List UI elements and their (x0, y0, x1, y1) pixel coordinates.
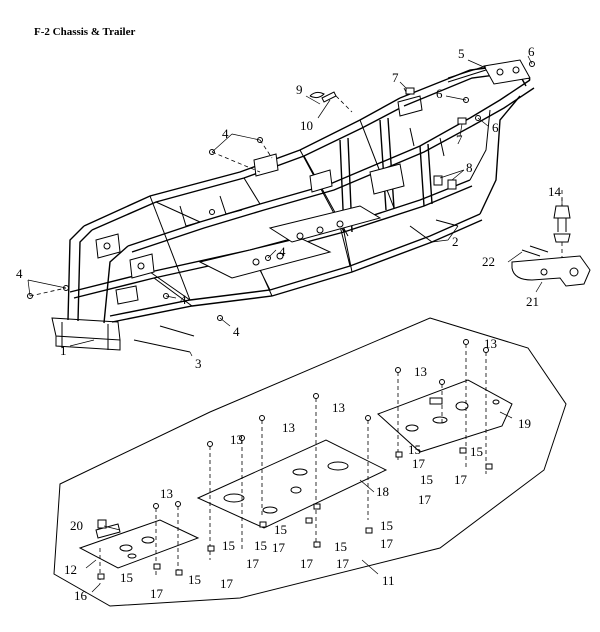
callout-13: 13 (160, 486, 173, 501)
frame-hardware (27, 61, 535, 353)
callout-19: 19 (518, 416, 531, 431)
callout-15: 15 (254, 538, 267, 553)
callout-13: 13 (484, 336, 497, 351)
callout-17: 17 (300, 556, 314, 571)
callout-17: 17 (150, 586, 164, 601)
callouts: 1 2 3 4 4 4 4 4 5 6 6 6 7 7 8 9 10 11 12… (16, 44, 562, 603)
callout-15: 15 (274, 522, 287, 537)
callout-17: 17 (454, 472, 468, 487)
callout-8: 8 (466, 160, 473, 175)
callout-10: 10 (300, 118, 313, 133)
callout-17: 17 (418, 492, 432, 507)
callout-13: 13 (414, 364, 427, 379)
callout-11: 11 (382, 573, 395, 588)
callout-17: 17 (412, 456, 426, 471)
chassis-frame (51, 59, 535, 351)
trailer-hitch (511, 190, 591, 287)
callout-4: 4 (279, 244, 286, 259)
callout-13: 13 (282, 420, 295, 435)
callout-4: 4 (233, 324, 240, 339)
callout-14: 14 (548, 184, 562, 199)
callout-15: 15 (470, 444, 483, 459)
callout-12: 12 (64, 562, 77, 577)
callout-2: 2 (452, 234, 459, 249)
callout-4: 4 (180, 292, 187, 307)
callout-16: 16 (74, 588, 88, 603)
callout-6: 6 (528, 44, 535, 59)
callout-15: 15 (334, 539, 347, 554)
callout-15: 15 (420, 472, 433, 487)
callout-17: 17 (220, 576, 234, 591)
callout-15: 15 (188, 572, 201, 587)
callout-17: 17 (380, 536, 394, 551)
callout-22: 22 (482, 254, 495, 269)
callout-17: 17 (246, 556, 260, 571)
callout-13: 13 (230, 432, 243, 447)
callout-21: 21 (526, 294, 539, 309)
skid-plates (53, 317, 567, 607)
callout-7: 7 (456, 132, 463, 147)
callout-1: 1 (60, 343, 67, 358)
callout-4: 4 (222, 126, 229, 141)
callout-15: 15 (408, 442, 421, 457)
callout-6: 6 (492, 120, 499, 135)
callout-18: 18 (376, 484, 389, 499)
callout-15: 15 (380, 518, 393, 533)
callout-9: 9 (296, 82, 303, 97)
callout-17: 17 (272, 540, 286, 555)
callout-15: 15 (222, 538, 235, 553)
callout-13: 13 (332, 400, 345, 415)
callout-17: 17 (336, 556, 350, 571)
leader-lines (27, 55, 563, 593)
callout-3: 3 (195, 356, 202, 371)
callout-4: 4 (16, 266, 23, 281)
callout-5: 5 (458, 46, 465, 61)
callout-20: 20 (70, 518, 83, 533)
callout-15: 15 (120, 570, 133, 585)
callout-7: 7 (392, 70, 399, 85)
diagram-title: F-2 Chassis & Trailer (34, 26, 136, 38)
callout-6: 6 (436, 86, 443, 101)
